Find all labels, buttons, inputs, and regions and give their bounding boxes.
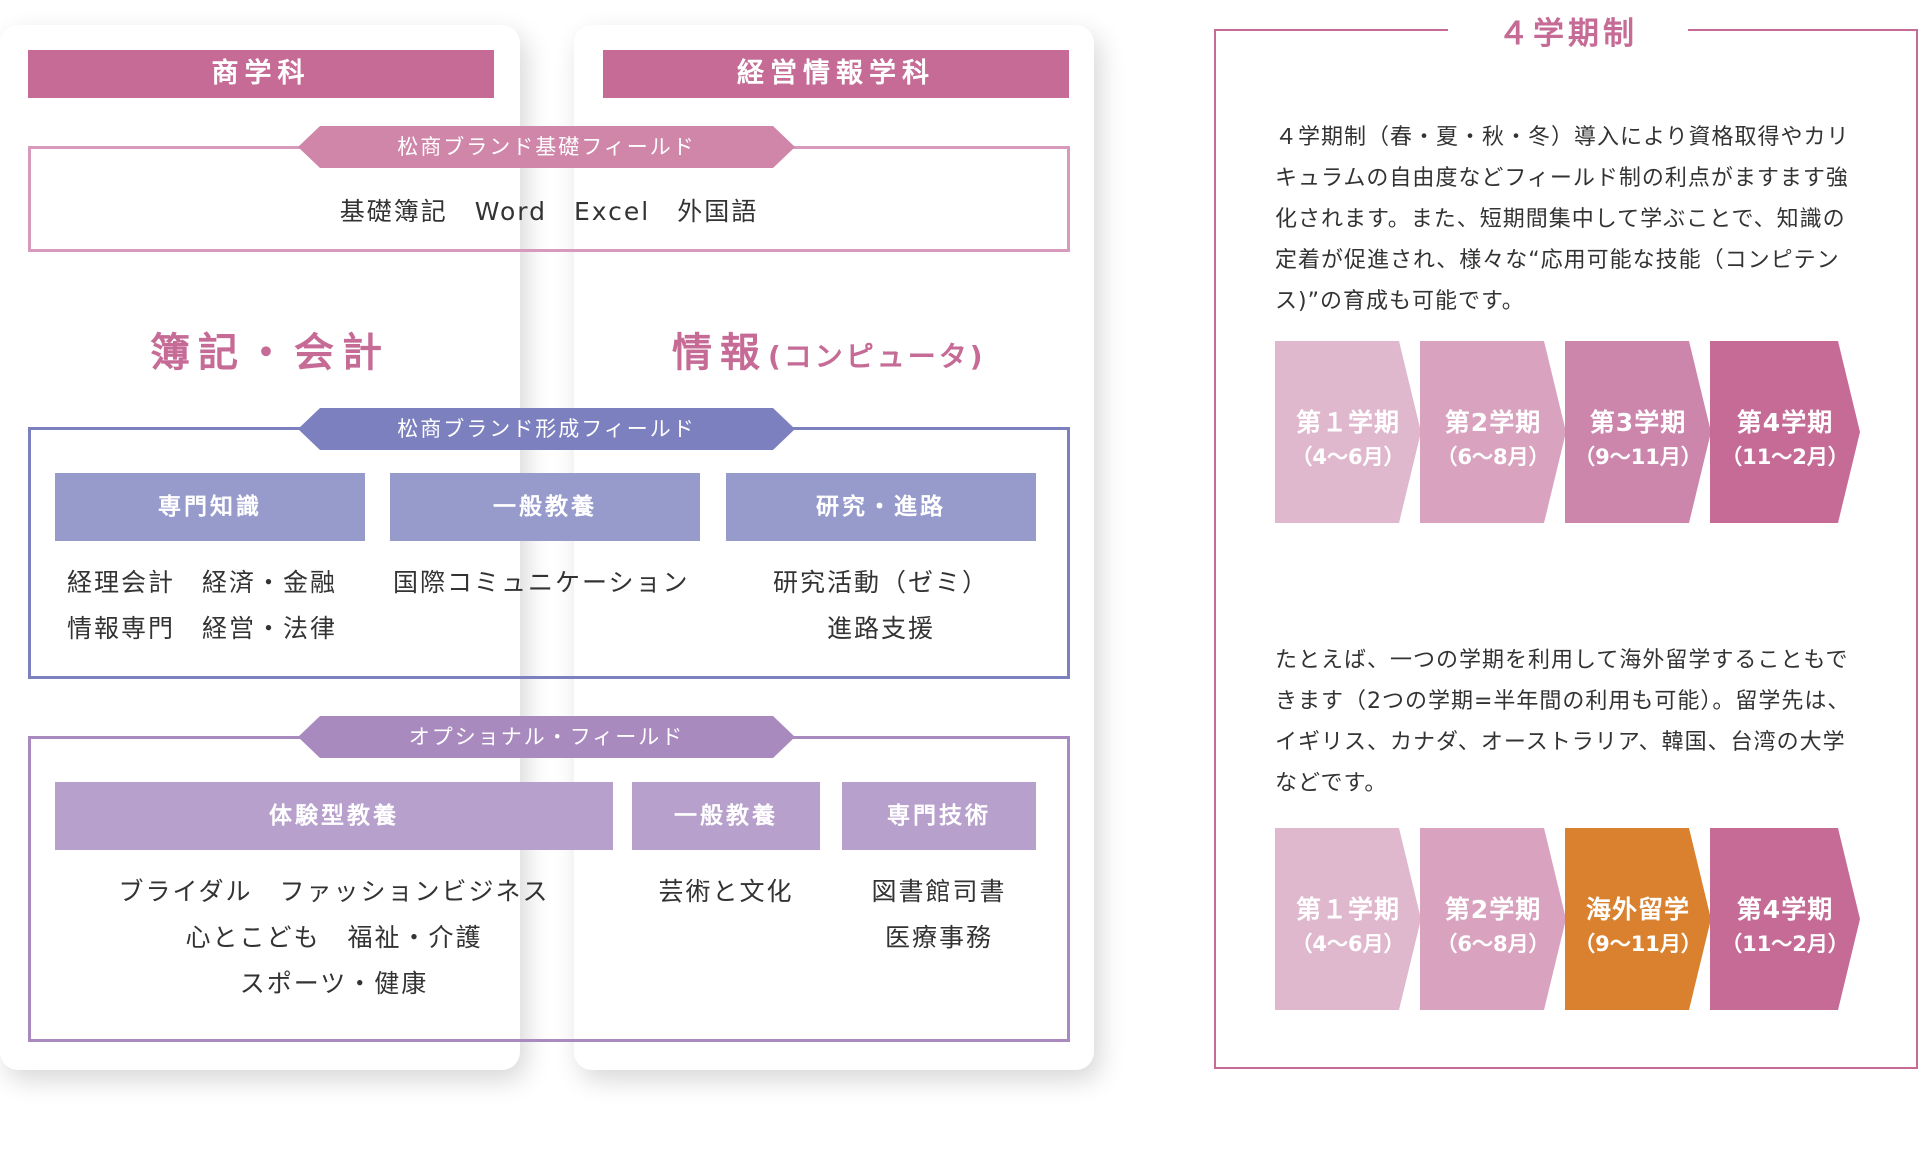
semester-period: （11～2月）: [1721, 932, 1849, 956]
semester-1-chevron: 第１学期 （4～6月）: [1275, 828, 1421, 1010]
panel-title-background: [1448, 6, 1688, 54]
semester-period: （4～6月）: [1291, 932, 1405, 956]
experiential-line: ブライダル ファッションビジネス: [118, 877, 550, 906]
experiential-education-header: 体験型教養: [55, 782, 613, 850]
study-abroad-chevron: 海外留学 （9～11月）: [1565, 828, 1711, 1010]
specialist-knowledge-line: 情報専門 経営・法律: [67, 614, 338, 643]
semester-name: 第3学期: [1589, 408, 1687, 437]
optional-field-tag: オプショナル・フィールド: [298, 716, 795, 758]
research-career-line: 進路支援: [826, 614, 935, 643]
basic-field-tag: 松商ブランド基礎フィールド: [298, 126, 795, 168]
optional-general-education-header: 一般教養: [632, 782, 820, 850]
general-education-header: 一般教養: [390, 473, 700, 541]
semester-period: （6～8月）: [1436, 445, 1550, 469]
semester-4-chevron: 第4学期 （11～2月）: [1710, 341, 1860, 523]
semester-3-chevron: 第3学期 （9～11月）: [1565, 341, 1711, 523]
info-dept-header: 経営情報学科: [603, 50, 1069, 98]
formation-field-tag: 松商ブランド形成フィールド: [298, 408, 795, 450]
semester-name: 第１学期: [1295, 895, 1400, 924]
general-education-line: 国際コミュニケーション: [393, 568, 690, 597]
experiential-line: スポーツ・健康: [239, 969, 429, 998]
experiential-line: 心とこども 福祉・介護: [185, 923, 483, 952]
info-dept-card: [574, 25, 1094, 1070]
semester-name: 海外留学: [1585, 895, 1690, 924]
arts-culture-line: 芸術と文化: [658, 877, 794, 906]
semester-name: 第１学期: [1295, 408, 1400, 437]
semester-period: （9～11月）: [1574, 932, 1702, 956]
study-abroad-description: たとえば、一つの学期を利用して海外留学することもできます（2つの学期=半年間の利…: [1275, 648, 1851, 796]
specialist-skills-line: 図書館司書: [871, 877, 1007, 906]
semester-1-chevron: 第１学期 （4～6月）: [1275, 341, 1421, 523]
focus-information-sub: (コンピュータ): [768, 340, 986, 373]
semester-name: 第2学期: [1444, 408, 1542, 437]
semester-period: （11～2月）: [1721, 445, 1849, 469]
commerce-dept-card: [0, 25, 520, 1070]
semester-4-chevron: 第4学期 （11～2月）: [1710, 828, 1860, 1010]
semester-period: （4～6月）: [1291, 445, 1405, 469]
specialist-skills-line: 医療事務: [884, 923, 993, 952]
semester-description: ４学期制（春・夏・秋・冬）導入により資格取得やカリキュラムの自由度などフィールド…: [1275, 125, 1850, 314]
specialist-knowledge-line: 経理会計 経済・金融: [67, 568, 338, 597]
focus-information-label: 情報(コンピュータ): [672, 320, 986, 378]
specialist-skills-header: 専門技術: [842, 782, 1036, 850]
focus-accounting-label: 簿記・会計: [150, 330, 390, 376]
semester-period: （9～11月）: [1574, 445, 1702, 469]
semester-2-chevron: 第2学期 （6～8月）: [1420, 341, 1566, 523]
semester-name: 第4学期: [1736, 408, 1834, 437]
semester-system-title: ４学期制: [1498, 16, 1638, 52]
research-career-header: 研究・進路: [726, 473, 1036, 541]
basic-field-items: 基礎簿記 Word Excel 外国語: [339, 197, 759, 226]
commerce-dept-header: 商学科: [28, 50, 494, 98]
semester-period: （6～8月）: [1436, 932, 1550, 956]
semester-name: 第2学期: [1444, 895, 1542, 924]
semester-2-chevron: 第2学期 （6～8月）: [1420, 828, 1566, 1010]
research-career-line: 研究活動（ゼミ）: [772, 568, 989, 597]
semester-name: 第4学期: [1736, 895, 1834, 924]
focus-information-main: 情報: [672, 330, 768, 376]
specialist-knowledge-header: 専門知識: [55, 473, 365, 541]
